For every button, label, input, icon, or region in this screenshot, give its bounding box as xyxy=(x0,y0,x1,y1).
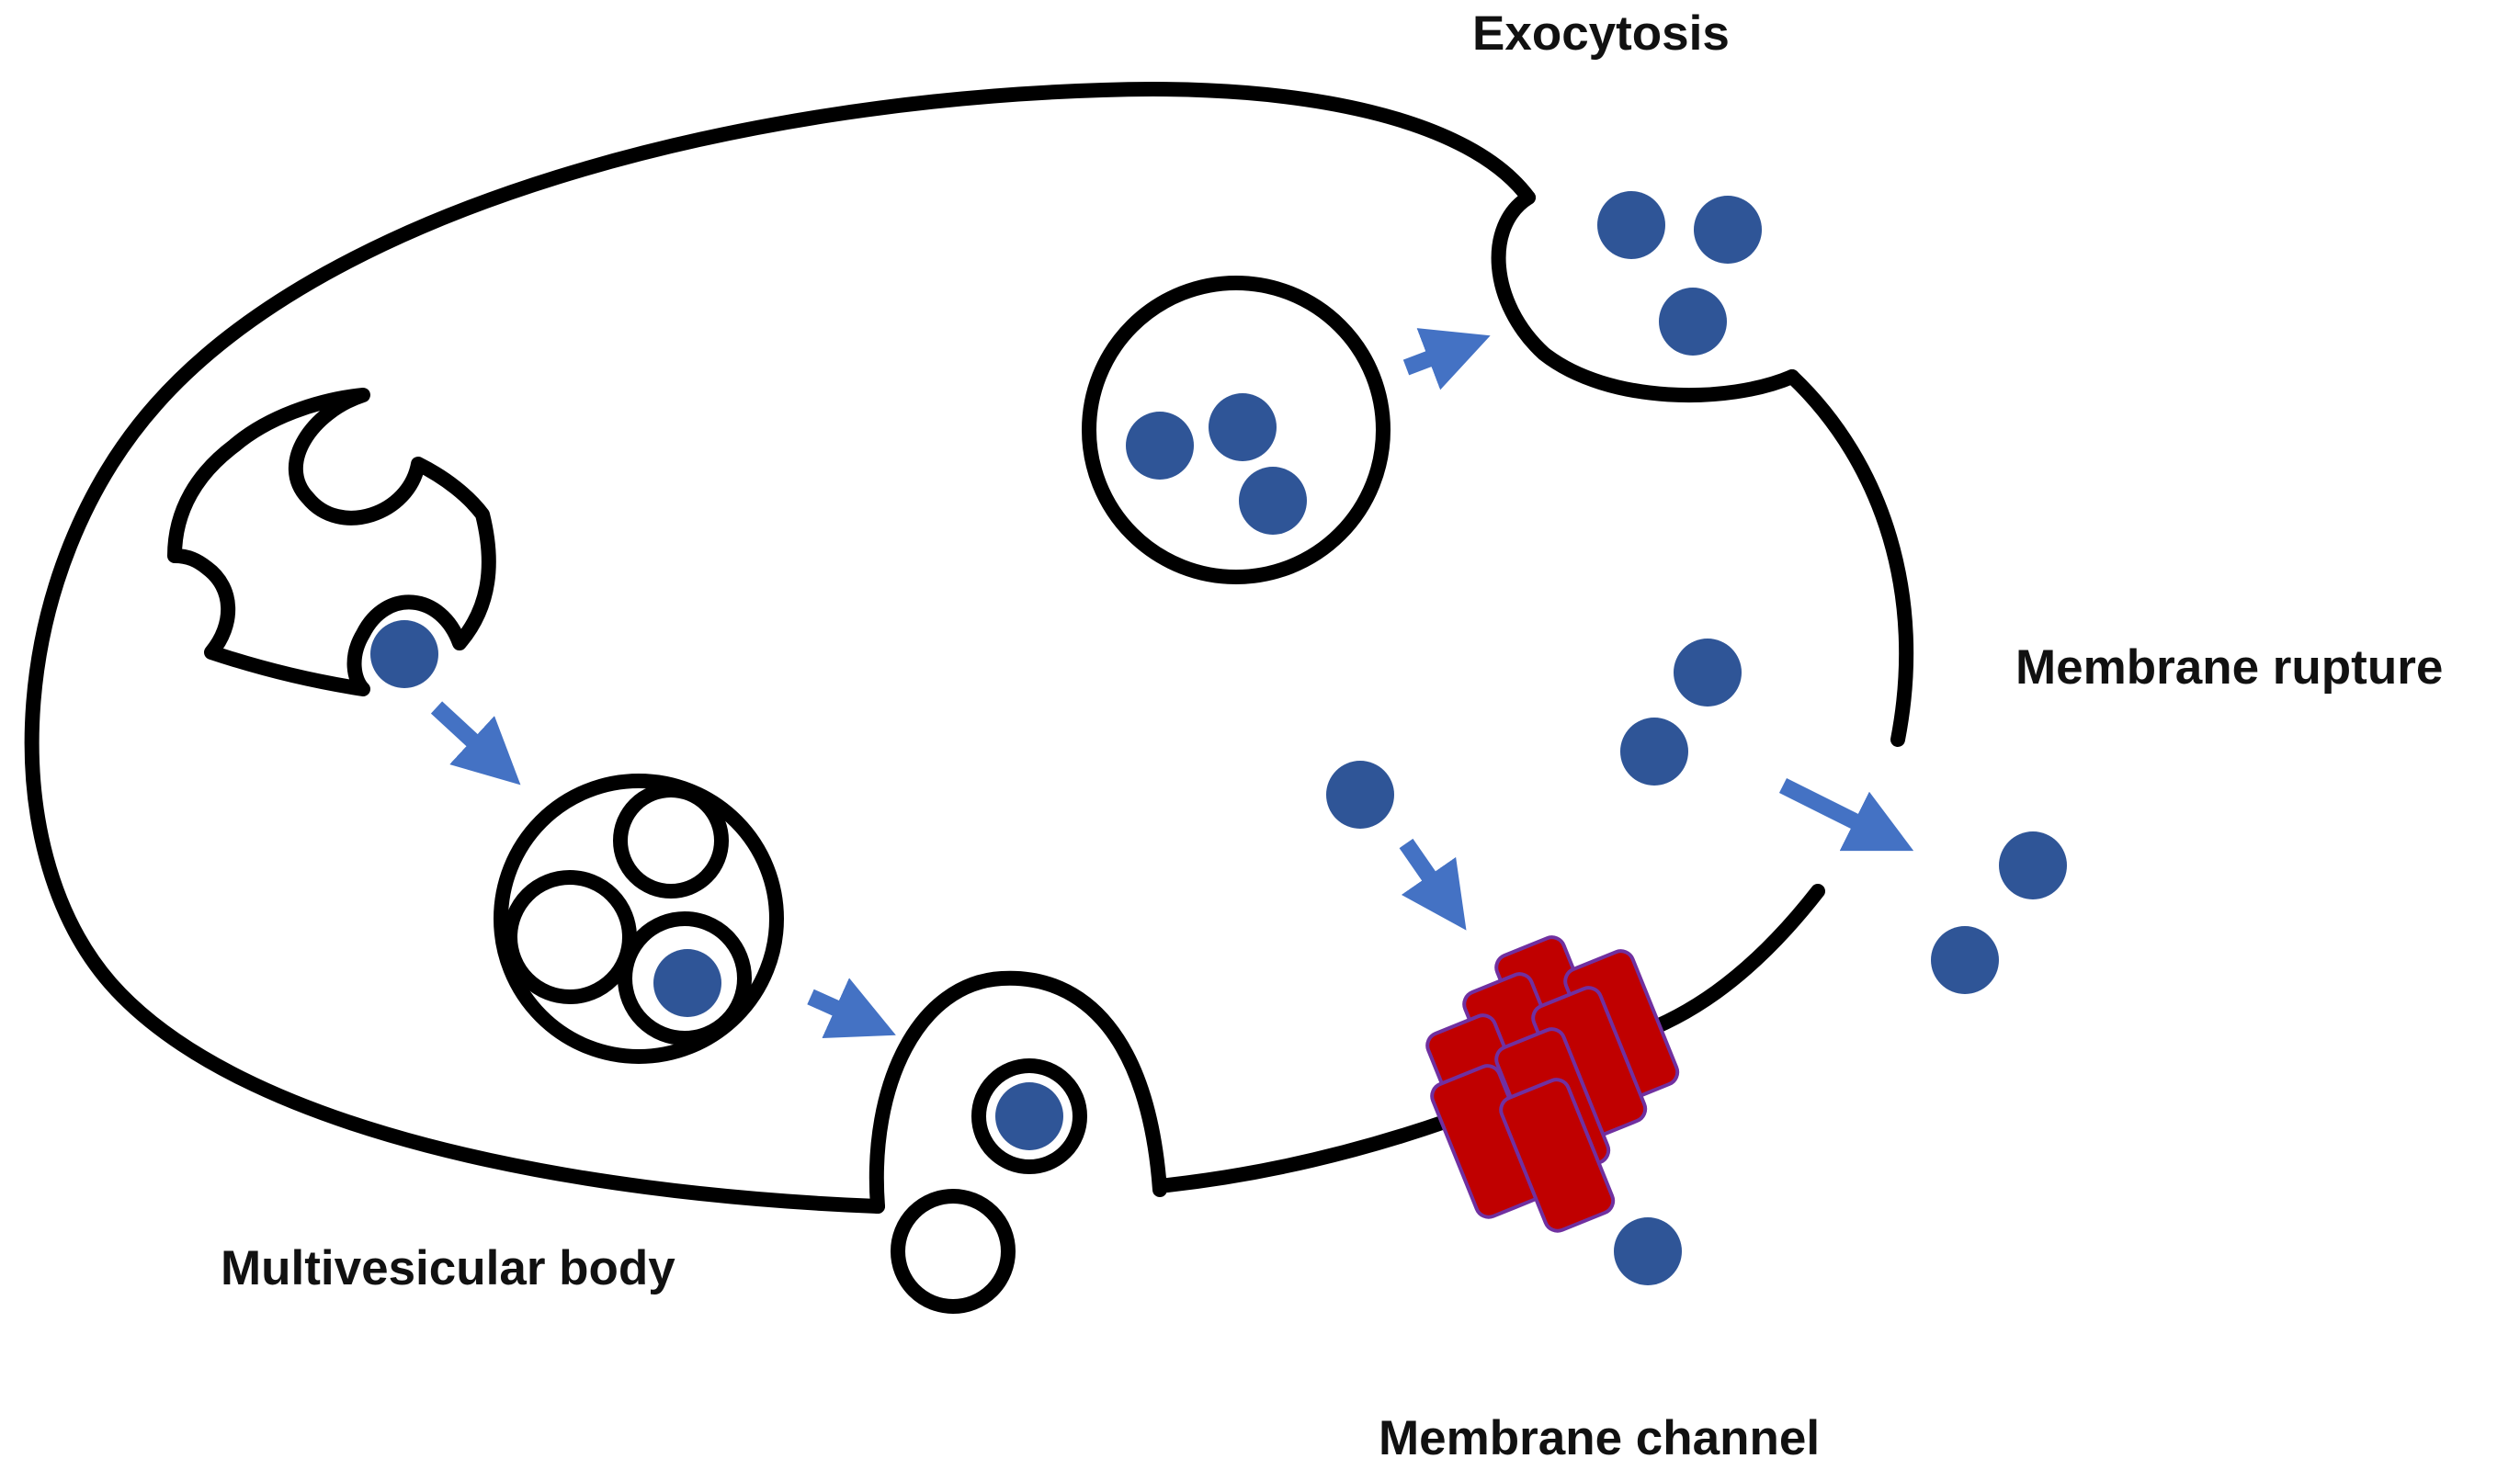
multivesicular-body-label: Multivesicular body xyxy=(221,1241,675,1295)
budding-exosome xyxy=(971,1058,1087,1174)
particle xyxy=(1126,412,1194,480)
arrow-mvb-to-budding xyxy=(807,978,896,1039)
particle xyxy=(1614,1217,1682,1285)
arrow-autophagy-to-mvb xyxy=(430,701,521,786)
particle xyxy=(1999,831,2067,899)
multivesicular-body xyxy=(494,774,784,1064)
particle xyxy=(1620,718,1688,786)
cell-membrane xyxy=(24,82,1914,1214)
particle xyxy=(1659,288,1727,356)
particle xyxy=(995,1082,1063,1150)
particle xyxy=(370,620,438,688)
mvb-intraluminal-vesicle xyxy=(613,783,729,899)
particle xyxy=(1674,639,1742,707)
autophagosome xyxy=(167,388,496,696)
particle xyxy=(1209,393,1277,461)
exosome-vesicles xyxy=(891,1058,1087,1314)
cell-membrane-bottom-right xyxy=(1160,1114,1455,1193)
transport-vesicle xyxy=(1082,276,1391,584)
arrows xyxy=(430,328,1914,1039)
particle xyxy=(1694,196,1762,264)
channel-subunit xyxy=(1499,1078,1616,1233)
membrane-rupture-label: Membrane rupture xyxy=(2015,640,2444,695)
particle xyxy=(1239,467,1307,535)
mvb-outer xyxy=(494,774,784,1064)
membrane-channel-label: Membrane channel xyxy=(1379,1411,1821,1465)
exocytosis-label: Exocytosis xyxy=(1472,6,1730,61)
mvb-intraluminal-vesicle xyxy=(503,870,637,1004)
particle xyxy=(1931,926,1999,994)
arrow-rupture xyxy=(1778,777,1914,852)
cell-membrane-main xyxy=(24,82,1536,1214)
budding-arch xyxy=(868,970,1167,1214)
exocytosis-pit xyxy=(1491,190,1799,403)
particle xyxy=(653,949,721,1017)
cargo-particles xyxy=(370,191,2067,1285)
mvb-intraluminal-vesicle xyxy=(618,911,752,1046)
released-exosome xyxy=(891,1189,1016,1314)
arrow-vesicle-to-exocytosis xyxy=(1402,328,1491,390)
membrane-channel xyxy=(1425,935,1680,1233)
particle xyxy=(1597,191,1665,259)
particle xyxy=(1326,761,1394,829)
arrow-to-channel xyxy=(1399,838,1467,931)
cell-membrane-right-upper xyxy=(1785,369,1914,747)
